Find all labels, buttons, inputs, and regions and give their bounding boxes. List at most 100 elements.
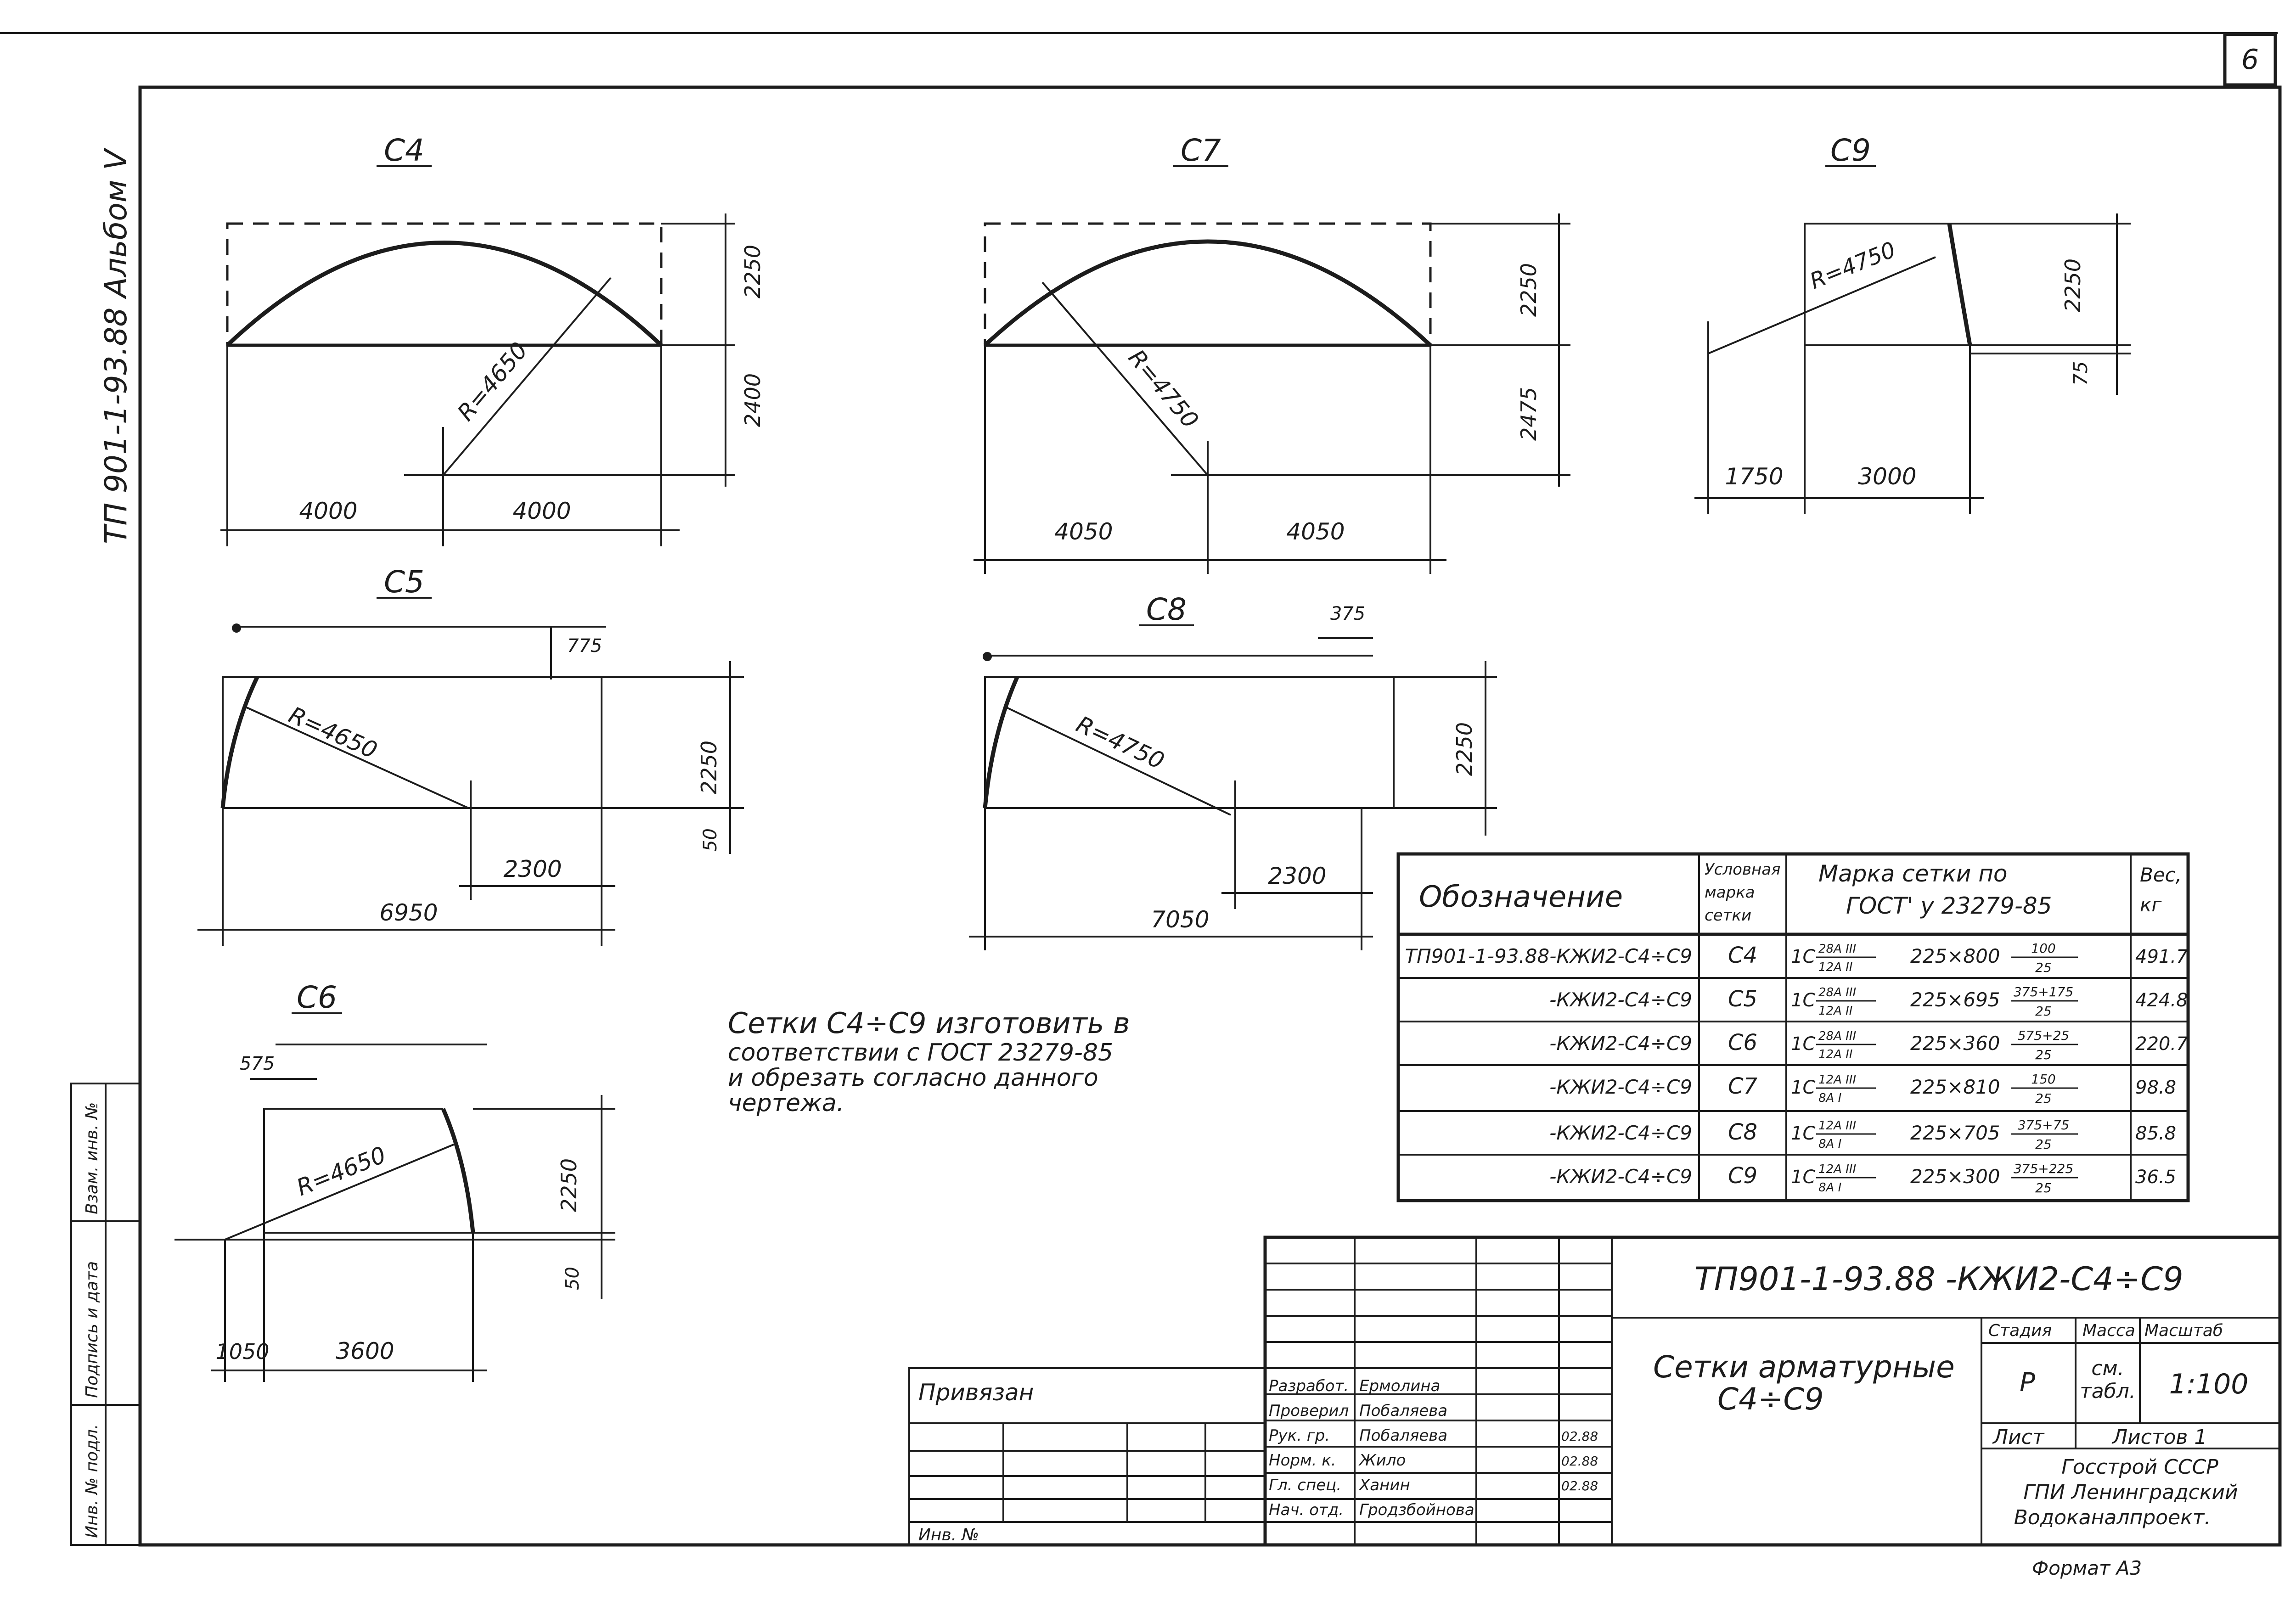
row-rebar-bottom: 8A I [1818, 1181, 1841, 1195]
label-c6: С6 [297, 980, 337, 1015]
row-cell-size: 225×300 [1910, 1165, 2000, 1188]
mass-value-1: см. [2091, 1357, 2124, 1380]
row-grade-prefix: 1С [1791, 990, 1815, 1011]
row-rebar-top: 12A III [1818, 1162, 1856, 1176]
c6-height-dim: 2250 [557, 1158, 581, 1212]
label-c9: С9 [1830, 133, 1871, 168]
c5-offset-dim: 50 [700, 828, 721, 852]
row-cell-size: 225×800 [1910, 945, 2000, 967]
c8-total-dim: 7050 [1151, 906, 1209, 933]
c6-right-dim: 3600 [336, 1338, 394, 1364]
c6-arc [441, 1108, 475, 1233]
row-weight: 491.7 [2135, 946, 2188, 967]
note-line-4: чертежа. [728, 1089, 844, 1117]
row-spacing-bottom: 25 [2035, 1091, 2052, 1106]
c4-offset-dim: 2400 [740, 373, 765, 427]
format-label: Формат А3 [2032, 1557, 2142, 1579]
c8-height-dim: 2250 [1452, 722, 1477, 776]
role-name: Побаляева [1359, 1402, 1447, 1420]
row-spacing-top: 150 [2031, 1072, 2055, 1087]
stage-label: Стадия [1988, 1321, 2052, 1340]
mass-label: Масса [2082, 1321, 2135, 1340]
note-line-1: Сетки С4÷С9 изготовить в [728, 1006, 1130, 1040]
row-grade-prefix: 1С [1791, 1167, 1815, 1188]
mesh-c6-drawing: С6 575 R=4650 2250 50 1050 3600 [174, 980, 615, 1382]
row-spacing-top: 375+75 [2018, 1117, 2070, 1133]
row-mark: С7 [1728, 1073, 1758, 1099]
row-designation: -КЖИ2-С4÷С9 [1549, 1122, 1692, 1144]
side-title: ТП 901-1-93.88 Альбом V [98, 147, 134, 544]
scale-label: Масштаб [2144, 1321, 2223, 1340]
inventory-label: Инв. № [918, 1526, 979, 1544]
row-spacing-bottom: 25 [2035, 1004, 2052, 1019]
stamp-replace-label: Взам. инв. № [83, 1102, 101, 1214]
role-title: Нач. отд. [1269, 1501, 1344, 1519]
c6-offset-dim: 50 [562, 1267, 583, 1290]
mesh-c9-drawing: С9 R=4750 1750 3000 2250 75 [1694, 133, 2131, 514]
row-rebar-top: 12A III [1818, 1073, 1856, 1087]
role-name: Жило [1358, 1451, 1406, 1470]
row-cell-size: 225×705 [1910, 1122, 2000, 1144]
c4-radius: R=4650 [452, 337, 533, 426]
role-title: Разработ. [1269, 1377, 1349, 1395]
c4-radius-line [442, 277, 612, 476]
label-c8: С8 [1146, 592, 1187, 627]
mesh-c5-drawing: С5 R=4650 775 2250 50 2300 6950 [197, 564, 744, 946]
row-mark: С5 [1728, 986, 1757, 1012]
row-spacing-top: 575+25 [2018, 1028, 2070, 1043]
th-weight-2: кг [2140, 893, 2162, 916]
sheet-frame [138, 85, 2282, 1547]
row-rebar-top: 28A III [1818, 942, 1856, 956]
c9-left-dim: 1750 [1725, 463, 1783, 490]
document-code: ТП901-1-93.88 -КЖИ2-С4÷С9 [1694, 1260, 2183, 1298]
row-spacing-bottom: 25 [2035, 1137, 2052, 1152]
scale-value: 1:100 [2169, 1368, 2249, 1400]
role-title: Гл. спец. [1269, 1476, 1341, 1494]
row-rebar-bottom: 12A II [1818, 1048, 1852, 1061]
c5-top-dim: 775 [567, 635, 602, 657]
th-grade-1: Марка сетки по [1818, 860, 2008, 887]
row-rebar-bottom: 8A I [1818, 1137, 1841, 1151]
c6-left-dim: 1050 [215, 1339, 269, 1364]
row-mark: С9 [1728, 1163, 1757, 1189]
row-spacing-top: 375+175 [2014, 984, 2073, 999]
c8-rod-end [983, 652, 992, 661]
c5-radius-line [245, 706, 469, 809]
c7-left-dim: 4050 [1054, 518, 1113, 545]
c5-rod-end [232, 623, 241, 633]
stage-value: Р [2020, 1368, 2035, 1398]
c7-right-dim: 4050 [1286, 518, 1345, 545]
c9-offset-dim: 75 [2069, 361, 2092, 386]
document-name-2: С4÷С9 [1717, 1381, 1823, 1417]
mesh-c4-drawing: С4 R=4650 4000 4000 2250 2400 [220, 133, 765, 546]
c5-arc [220, 676, 259, 808]
role-date: 02.88 [1561, 1429, 1598, 1444]
row-rebar-top: 28A III [1818, 1029, 1856, 1043]
c5-total-dim: 6950 [379, 899, 438, 926]
sheet-label: Лист [1992, 1426, 2045, 1449]
row-mark: С6 [1728, 1030, 1757, 1055]
row-weight: 36.5 [2135, 1167, 2176, 1188]
sheets-label: Листов 1 [2111, 1426, 2207, 1449]
c4-left-dim: 4000 [299, 498, 357, 524]
role-date: 02.88 [1561, 1454, 1598, 1469]
c8-radius: R=4750 [1072, 711, 1168, 775]
th-designation: Обозначение [1419, 880, 1623, 914]
row-cell-size: 225×360 [1910, 1032, 2000, 1055]
role-name: Ханин [1358, 1476, 1410, 1494]
c7-radius: R=4750 [1123, 344, 1204, 433]
org-line-1: Госстрой СССР [2061, 1455, 2218, 1479]
spec-table: Обозначение Условная марка сетки Марка с… [1396, 852, 2190, 1202]
row-designation: ТП901-1-93.88-КЖИ2-С4÷С9 [1405, 945, 1692, 967]
label-c4: С4 [384, 133, 424, 168]
c8-arc [983, 676, 1019, 808]
bound-label: Привязан [918, 1379, 1034, 1406]
mesh-c7-drawing: С7 R=4750 4050 4050 2250 2475 [974, 133, 1570, 574]
c8-radius-line [1005, 706, 1231, 816]
row-rebar-top: 28A III [1818, 986, 1856, 999]
stamp-signature-label: Подпись и дата [83, 1261, 101, 1398]
role-title: Рук. гр. [1269, 1426, 1330, 1445]
row-rebar-top: 12A III [1818, 1119, 1856, 1133]
